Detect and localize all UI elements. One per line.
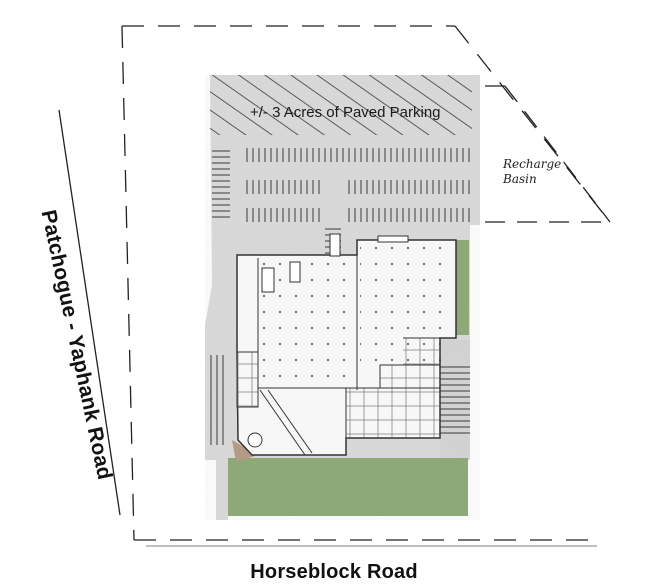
recharge-basin-label-line1: Recharge <box>503 157 562 171</box>
recharge-basin-label: Recharge Basin <box>503 157 561 187</box>
entry-walk <box>232 440 258 462</box>
service-rooms <box>236 351 259 408</box>
office-block <box>379 364 441 389</box>
office-wing <box>345 387 441 439</box>
lawn-south <box>228 458 468 516</box>
parking-row-1 <box>242 148 470 162</box>
parking-east <box>440 362 470 437</box>
lawn-east <box>456 240 469 335</box>
parking-west-2 <box>208 355 228 445</box>
recharge-basin-label-line2: Basin <box>503 172 537 186</box>
property-boundary <box>58 25 611 547</box>
parking-area-label: +/- 3 Acres of Paved Parking <box>250 104 441 121</box>
parking-row-3b <box>348 208 470 222</box>
parking-west-1 <box>212 150 230 222</box>
ramp-area <box>403 337 441 366</box>
parking-row-2a <box>242 180 322 194</box>
parking-row-2b <box>348 180 470 194</box>
angled-parking-north <box>210 75 472 135</box>
building <box>236 233 457 456</box>
parking-stripes <box>208 75 472 445</box>
parking-row-3a <box>242 208 322 222</box>
south-road-label: Horseblock Road <box>250 561 418 583</box>
